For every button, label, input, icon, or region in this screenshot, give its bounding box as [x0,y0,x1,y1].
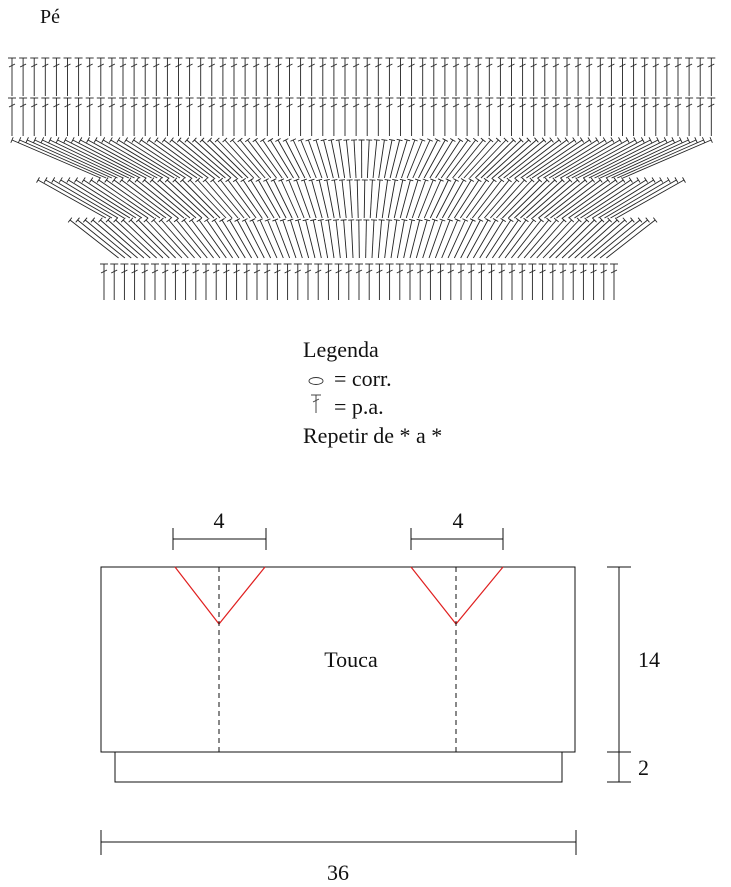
pattern-title: Pé [40,6,60,28]
left-dart-lines [174,566,266,625]
hat-body-outline [100,566,576,753]
legend-repeat-note: Repetir de * a * [303,423,443,448]
width-label: 36 [327,860,349,885]
hat-brim-outline [114,752,563,783]
legend-chain-label: = corr. [334,366,392,391]
left-dart-dimension [172,528,267,550]
width-dimension [100,830,577,855]
height-label: 14 [638,647,660,672]
height-dimension [607,566,631,783]
right-dart-lines [410,566,504,625]
left-dart-width-label: 4 [214,508,225,533]
double-crochet-icon [311,394,321,413]
hat-schematic: 4 4 Touca 14 2 36 [100,508,660,885]
band-height-label: 2 [638,755,649,780]
stitch-chart [8,57,716,300]
legend-dc-label: = p.a. [334,394,384,419]
right-dart-dimension [410,528,504,550]
legend-title: Legenda [303,337,379,362]
hat-center-label: Touca [324,647,378,672]
oval-chain-icon [308,377,324,385]
right-dart-width-label: 4 [453,508,464,533]
